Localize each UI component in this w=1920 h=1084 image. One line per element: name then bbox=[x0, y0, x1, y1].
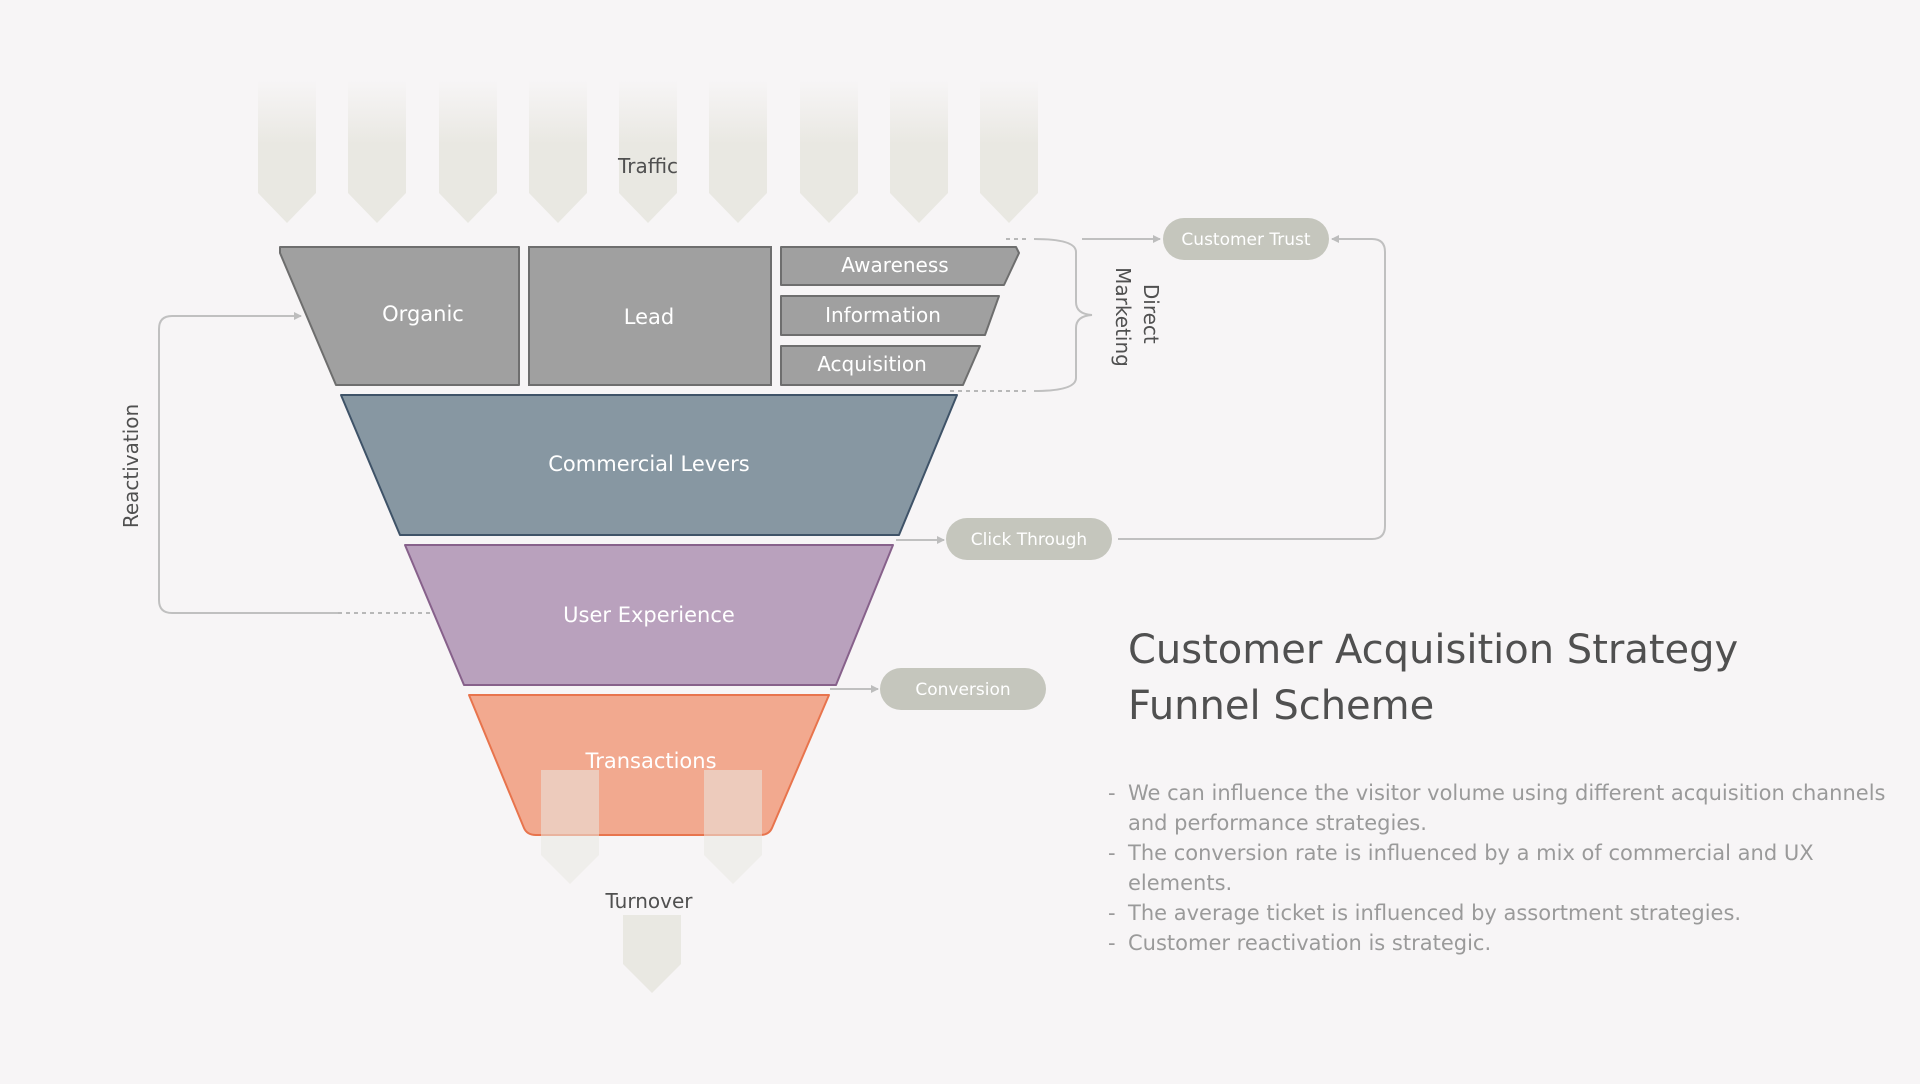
bullet-text: We can influence the visitor volume usin… bbox=[1128, 781, 1886, 835]
commercial-levers-stage[interactable] bbox=[340, 394, 958, 536]
direct-marketing-brace bbox=[1033, 238, 1093, 392]
lead-label: Lead bbox=[624, 305, 674, 329]
traffic-arrow-icon bbox=[800, 80, 858, 223]
click-through-label: Click Through bbox=[971, 530, 1087, 550]
acquisition-stage[interactable] bbox=[780, 345, 981, 386]
reactivation-connector bbox=[158, 312, 338, 614]
conversion-label: Conversion bbox=[915, 680, 1010, 700]
organic-stage[interactable] bbox=[279, 246, 520, 386]
user-experience-label: User Experience bbox=[563, 603, 735, 627]
bullet-text: The average ticket is influenced by asso… bbox=[1128, 901, 1742, 925]
bullet-list: -We can influence the visitor volume usi… bbox=[1108, 778, 1888, 958]
turnover-arrow-icon bbox=[541, 770, 599, 884]
traffic-arrow-icon bbox=[348, 80, 406, 223]
conversion-pill-bg bbox=[880, 668, 1046, 710]
bullet-item: -We can influence the visitor volume usi… bbox=[1108, 781, 1886, 835]
turnover-arrow-icon bbox=[623, 915, 681, 993]
click-through-loop bbox=[1118, 235, 1386, 540]
bullet-text: The conversion rate is influenced by a m… bbox=[1128, 841, 1814, 895]
information-stage[interactable] bbox=[780, 295, 1000, 336]
customer-trust-pill-bg bbox=[1163, 218, 1329, 260]
acquisition-label: Acquisition bbox=[817, 352, 927, 376]
bullet-item: -The average ticket is influenced by ass… bbox=[1108, 901, 1742, 925]
traffic-arrows bbox=[258, 80, 1038, 223]
turnover-arrow-icon bbox=[704, 770, 762, 884]
traffic-arrow-icon bbox=[980, 80, 1038, 223]
traffic-arrow-icon bbox=[890, 80, 948, 223]
turnover-arrows bbox=[541, 770, 762, 993]
turnover-label: Turnover bbox=[604, 889, 693, 913]
traffic-arrow-icon bbox=[439, 80, 497, 223]
bullet-text: Customer reactivation is strategic. bbox=[1128, 931, 1492, 955]
transactions-label: Transactions bbox=[584, 749, 716, 773]
lead-stage[interactable] bbox=[528, 246, 772, 386]
direct-marketing-line2: Marketing bbox=[1111, 267, 1135, 367]
awareness-label: Awareness bbox=[841, 253, 948, 277]
awareness-stage[interactable] bbox=[780, 246, 1020, 286]
information-label: Information bbox=[825, 303, 941, 327]
click-through-pill[interactable]: Click Through bbox=[946, 518, 1112, 560]
traffic-arrow-icon bbox=[258, 80, 316, 223]
traffic-label: Traffic bbox=[617, 154, 678, 178]
slide-title: Customer Acquisition Strategy Funnel Sch… bbox=[1128, 622, 1888, 734]
conversion-pill[interactable]: Conversion bbox=[880, 668, 1046, 710]
direct-marketing-label: Direct Marketing bbox=[1111, 267, 1163, 367]
traffic-arrow-icon bbox=[619, 80, 677, 223]
traffic-arrow-icon bbox=[529, 80, 587, 223]
click-through-pill-bg bbox=[946, 518, 1112, 560]
bullet-item: -Customer reactivation is strategic. bbox=[1108, 931, 1492, 955]
title-line-1: Customer Acquisition Strategy bbox=[1128, 627, 1739, 673]
bullet-item: -The conversion rate is influenced by a … bbox=[1108, 841, 1814, 895]
traffic-arrow-icon bbox=[709, 80, 767, 223]
customer-trust-pill[interactable]: Customer Trust bbox=[1163, 218, 1329, 260]
customer-trust-label: Customer Trust bbox=[1181, 230, 1310, 250]
commercial-levers-label: Commercial Levers bbox=[548, 452, 749, 476]
reactivation-label: Reactivation bbox=[119, 404, 143, 528]
description-panel: Customer Acquisition Strategy Funnel Sch… bbox=[1108, 622, 1888, 958]
title-line-2: Funnel Scheme bbox=[1128, 683, 1435, 729]
direct-marketing-line1: Direct bbox=[1139, 284, 1163, 344]
organic-label: Organic bbox=[382, 302, 464, 326]
user-experience-stage[interactable] bbox=[404, 544, 894, 686]
